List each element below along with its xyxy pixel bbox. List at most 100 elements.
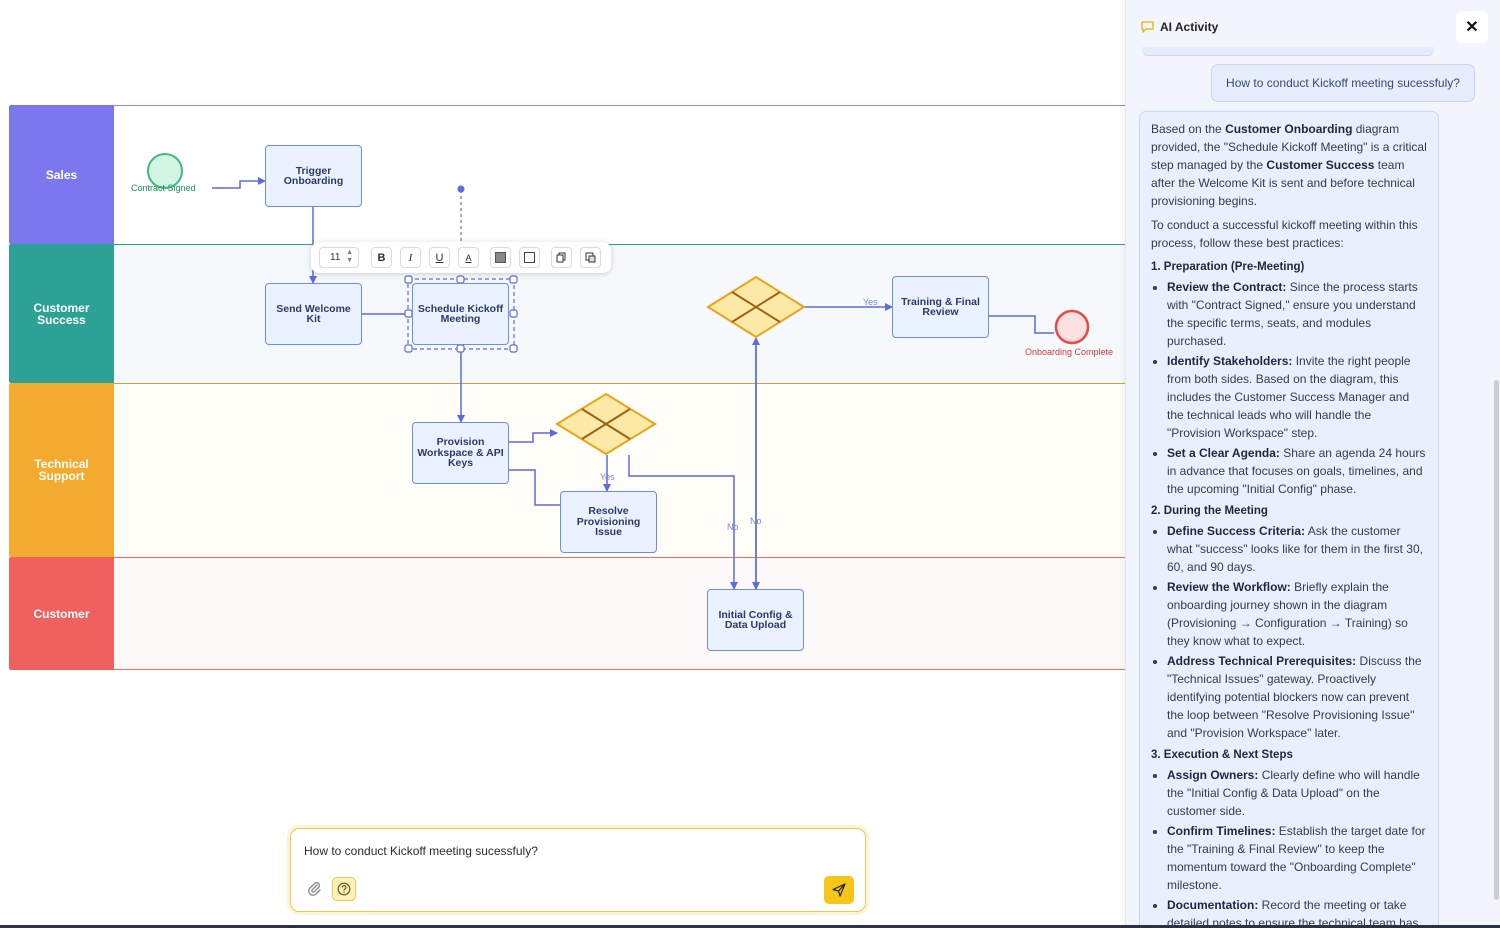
user-message-text: How to conduct Kickoff meeting sucessful… xyxy=(1226,76,1460,90)
edge-label-yes: Yes xyxy=(600,472,615,482)
item-text: Discuss the "Technical Issues" gateway. … xyxy=(1167,654,1422,740)
item-bold: Address Technical Prerequisites: xyxy=(1167,654,1357,668)
task-resolve-provisioning-issue[interactable]: Resolve Provisioning Issue xyxy=(560,491,657,553)
start-event-label: Contract Signed xyxy=(131,183,196,193)
chat-input-field[interactable]: How to conduct Kickoff meeting sucessful… xyxy=(304,844,538,858)
diagram-canvas[interactable]: Sales Customer Success Technical Support… xyxy=(0,0,1125,928)
underline-icon: U xyxy=(435,251,444,264)
lane-header-technical-support[interactable]: Technical Support xyxy=(9,383,114,557)
task-provision-workspace[interactable]: Provision Workspace & API Keys xyxy=(412,422,509,484)
item-bold: Documentation: xyxy=(1167,898,1259,912)
section-list: Assign Owners: Clearly define who will h… xyxy=(1151,766,1427,928)
lane-label: Technical Support xyxy=(34,457,89,483)
edge-label-no: No xyxy=(750,516,762,526)
bold-button[interactable]: B xyxy=(371,247,392,268)
task-label: Trigger Onboarding xyxy=(283,164,344,187)
list-item: Set a Clear Agenda: Share an agenda 24 h… xyxy=(1167,444,1427,498)
underline-button[interactable]: U xyxy=(429,247,450,268)
help-icon xyxy=(337,882,351,896)
duplicate-icon xyxy=(585,252,596,263)
selection-box xyxy=(404,275,518,353)
panel-header: AI Activity ✕ xyxy=(1126,0,1500,54)
item-text: Clearly define who will handle the "Init… xyxy=(1167,768,1420,818)
task-training-final-review[interactable]: Training & Final Review xyxy=(892,276,989,338)
diagram-edges xyxy=(147,153,1090,590)
answer-intro: Based on the Customer Onboarding diagram… xyxy=(1151,120,1427,210)
attach-button[interactable] xyxy=(306,880,324,898)
edge-resolve-to-provision xyxy=(509,469,560,506)
bottom-edge xyxy=(0,925,1500,928)
item-bold: Assign Owners: xyxy=(1167,768,1259,782)
item-text: Briefly explain the onboarding journey s… xyxy=(1167,580,1408,648)
item-bold: Review the Contract: xyxy=(1167,280,1287,294)
intro-text: team after the Welcome Kit is sent and b… xyxy=(1151,158,1415,208)
send-button[interactable] xyxy=(824,876,854,904)
assistant-message: Based on the Customer Onboarding diagram… xyxy=(1139,111,1439,928)
intro-text: diagram provided, the "Schedule Kickoff … xyxy=(1151,122,1427,172)
rotate-handle xyxy=(457,185,465,193)
send-icon xyxy=(832,883,846,897)
list-item: Assign Owners: Clearly define who will h… xyxy=(1167,766,1427,820)
item-text: Share an agenda 24 hours in advance that… xyxy=(1167,446,1426,496)
section-heading: 3. Execution & Next Steps xyxy=(1151,749,1293,761)
end-event-label: Onboarding Complete xyxy=(1025,347,1114,357)
duplicate-button[interactable] xyxy=(580,247,601,268)
text-color-icon: A xyxy=(465,252,472,263)
gateway-config-check xyxy=(706,275,806,339)
task-label: Schedule Kickoff Meeting xyxy=(417,302,504,325)
start-event xyxy=(147,153,183,189)
italic-button[interactable]: I xyxy=(400,247,421,268)
end-event xyxy=(1054,309,1090,345)
list-item: Confirm Timelines: Establish the target … xyxy=(1167,822,1427,894)
list-item: Review the Contract: Since the process s… xyxy=(1167,278,1427,350)
format-toolbar: 11 ▲▼ B I U A xyxy=(311,242,611,273)
section-list: Define Success Criteria: Ask the custome… xyxy=(1151,522,1427,742)
lane-header-sales[interactable]: Sales xyxy=(9,105,114,244)
task-label: Send Welcome Kit xyxy=(276,302,351,325)
lane-header-customer[interactable]: Customer xyxy=(9,557,114,670)
answer-lead: To conduct a successful kickoff meeting … xyxy=(1151,218,1418,250)
item-bold: Define Success Criteria: xyxy=(1167,524,1306,538)
item-bold: Set a Clear Agenda: xyxy=(1167,446,1280,460)
task-send-welcome-kit[interactable]: Send Welcome Kit xyxy=(265,283,362,345)
lane-label: Customer xyxy=(33,606,90,621)
edge-label-yes: Yes xyxy=(863,297,878,307)
item-text: Ask the customer what "success" looks li… xyxy=(1167,524,1423,574)
copy-icon xyxy=(556,252,566,263)
italic-icon: I xyxy=(408,251,413,264)
item-bold: Review the Workflow: xyxy=(1167,580,1291,594)
text-color-button[interactable]: A xyxy=(458,247,479,268)
border-button[interactable] xyxy=(519,247,540,268)
close-button[interactable]: ✕ xyxy=(1456,11,1488,43)
gateway-technical-issues xyxy=(555,392,657,456)
fill-icon xyxy=(495,252,506,263)
lane-label: Customer Success xyxy=(33,300,90,327)
task-schedule-kickoff-meeting[interactable]: Schedule Kickoff Meeting xyxy=(412,283,509,345)
font-size-stepper[interactable]: 11 ▲▼ xyxy=(319,247,359,268)
panel-scrollbar[interactable] xyxy=(1494,380,1499,900)
task-trigger-onboarding[interactable]: Trigger Onboarding xyxy=(265,145,362,207)
stepper-arrows-icon[interactable]: ▲▼ xyxy=(346,249,353,264)
edge-start-to-trigger xyxy=(212,177,266,189)
item-bold: Confirm Timelines: xyxy=(1167,824,1276,838)
user-message: How to conduct Kickoff meeting sucessful… xyxy=(1211,64,1475,102)
list-item: Documentation: Record the meeting or tak… xyxy=(1167,896,1427,928)
list-item: Identify Stakeholders: Invite the right … xyxy=(1167,352,1427,442)
task-initial-config[interactable]: Initial Config & Data Upload xyxy=(707,589,804,651)
edge-training-to-end xyxy=(989,315,1054,334)
font-size-value: 11 xyxy=(330,252,341,263)
lane-label: Sales xyxy=(45,167,78,182)
section-heading: 2. During the Meeting xyxy=(1151,505,1268,517)
intro-text: Based on the xyxy=(1151,122,1226,136)
bold-icon: B xyxy=(377,251,386,264)
copy-button[interactable] xyxy=(551,247,572,268)
fill-button[interactable] xyxy=(490,247,511,268)
help-button[interactable] xyxy=(332,877,356,901)
edge-provision-to-gateway xyxy=(509,429,558,443)
previous-message-edge xyxy=(1142,47,1434,56)
lane-header-customer-success[interactable]: Customer Success xyxy=(9,244,114,383)
chat-input-box[interactable]: How to conduct Kickoff meeting sucessful… xyxy=(290,828,866,912)
task-label: Initial Config & Data Upload xyxy=(718,608,793,631)
panel-title: AI Activity xyxy=(1160,20,1219,34)
lane-body-customer[interactable] xyxy=(114,557,1125,670)
